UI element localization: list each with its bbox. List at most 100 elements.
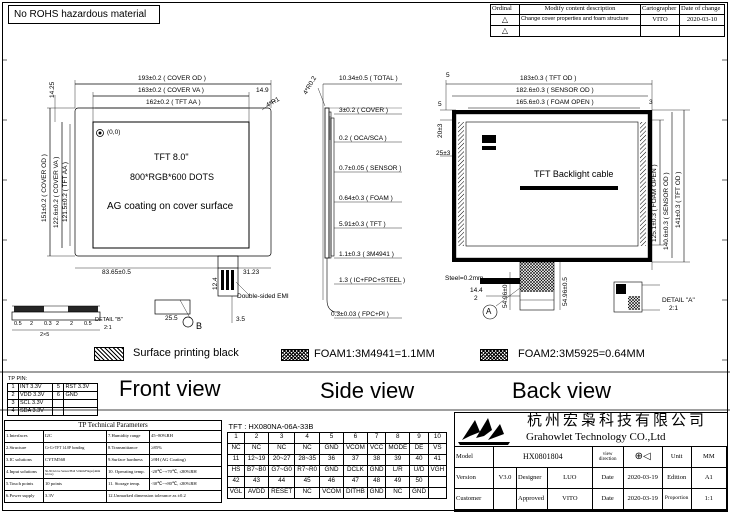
detail-a-scale: 2:1 bbox=[669, 305, 679, 312]
back-view-title: Back view bbox=[512, 378, 612, 403]
front-dim-fpc-left: 83.65±0.5 bbox=[102, 269, 131, 276]
legend-label-printing: Surface printing black bbox=[133, 347, 239, 359]
front-dim-right-offset: 14.9 bbox=[256, 87, 269, 94]
legend-label-foam2: FOAM2:3M5925=0.64MM bbox=[518, 348, 645, 360]
detail-b-title: DETAIL "B" bbox=[95, 317, 123, 323]
detail-b-dim-4: 2 bbox=[56, 321, 60, 327]
tb-proportion-label: Proportion bbox=[661, 488, 692, 510]
rev-row-2-date bbox=[679, 25, 725, 37]
front-callout-b: B bbox=[196, 321, 203, 331]
side-dim-tft: 5.91±0.3 ( TFT ) bbox=[339, 221, 386, 228]
side-dim-oca: 0.2 ( OCA/SCA ) bbox=[339, 135, 387, 142]
tft-pin-cell: GND bbox=[319, 464, 344, 477]
tft-pin-cell: AVDD bbox=[244, 486, 270, 499]
tb-unit-label: Unit bbox=[661, 446, 692, 468]
tb-version-label: Version bbox=[454, 467, 494, 489]
company-name-en: Grahowlet Technology CO.,Ltd bbox=[526, 431, 666, 443]
back-callout-a: A bbox=[486, 307, 492, 316]
tb-customer-label: Customer bbox=[454, 488, 494, 510]
tb-unit-value: MM bbox=[690, 446, 728, 468]
back-dim-left-25: 25±3 bbox=[436, 150, 451, 157]
side-dim-total: 10.34±0.5 ( TOTAL ) bbox=[339, 75, 398, 82]
back-dim-fpc-14: 14.4 bbox=[470, 287, 483, 294]
back-dim-foam-open-w: 165.6±0.3 ( FOAM OPEN ) bbox=[516, 99, 594, 106]
tb-model-value: HX0801804 bbox=[493, 446, 593, 468]
detail-b-scale: 2:1 bbox=[104, 325, 112, 331]
detail-b-dim-3: 0.3 bbox=[44, 321, 52, 327]
tft-pin-cell: VCOM bbox=[319, 486, 344, 499]
tb-designer-value: LUO bbox=[547, 467, 593, 489]
company-name-cn: 杭州宏枭科技有限公司 bbox=[527, 413, 708, 429]
tp-pin-title: TP PIN: bbox=[8, 376, 28, 382]
front-dim-fpc-width: 25.5 bbox=[165, 315, 178, 322]
side-dim-cover: 3±0.2 ( COVER ) bbox=[339, 107, 389, 114]
side-dim-foam: 0.64±0.3 ( FOAM ) bbox=[339, 195, 393, 202]
side-dim-ic: 1.3 ( IC+FPC+STEEL ) bbox=[339, 277, 406, 284]
detail-b-dim-5: 2 bbox=[70, 321, 74, 327]
side-view-title: Side view bbox=[320, 378, 415, 403]
rohs-note-box bbox=[8, 5, 160, 24]
tft-pin-cell: DITHB bbox=[342, 486, 368, 499]
legend-swatch-foam2 bbox=[480, 349, 508, 361]
tp-pin-table: 1 INT 3.3V 5 RST 3.3V 2 VDD 3.3V 6 GND 3… bbox=[7, 383, 98, 416]
tft-pin-cell: NC bbox=[385, 486, 411, 499]
title-block-table: Model HX0801804 view direction ⊕◁ Unit M… bbox=[454, 446, 728, 510]
detail-b-dim-2: 2 bbox=[30, 321, 34, 327]
tb-edition-label: Edition bbox=[661, 467, 692, 489]
front-origin-label: (0,0) bbox=[107, 129, 121, 136]
legend-swatch-printing bbox=[94, 347, 124, 361]
front-text-resolution: 800*RGB*600 DOTS bbox=[130, 172, 215, 182]
side-dim-tape: 1.1±0.3 ( 3M4941 ) bbox=[339, 251, 394, 258]
tp-pin-cell bbox=[63, 407, 98, 416]
tb-approved-label: Approved bbox=[516, 488, 548, 510]
front-text-tft: TFT 8.0" bbox=[154, 152, 189, 162]
revision-table: Ordinal Modify content description Carto… bbox=[490, 4, 725, 37]
front-text-ag: AG coating on cover surface bbox=[107, 201, 234, 212]
back-dim-right-3: 3 bbox=[649, 99, 653, 106]
tp-params-table: TP Technical Parameters 1.Interfaces I2C… bbox=[4, 420, 222, 503]
tp-pin-cell bbox=[52, 407, 65, 416]
back-dim-left-5: 5 bbox=[438, 101, 442, 108]
triangle-icon: △ bbox=[501, 14, 509, 24]
back-dim-tft-od: 183±0.3 ( TFT OD ) bbox=[520, 75, 577, 82]
tb-model-label: Model bbox=[454, 446, 494, 468]
tb-version-value: V3.0 bbox=[493, 467, 517, 489]
tp-param-note: 12.Unmarked dimension tolerance as ±0.2 bbox=[106, 490, 222, 503]
tb-date2-value: 2020-03-19 bbox=[622, 488, 663, 510]
origin-marker-icon bbox=[96, 129, 104, 137]
tft-pin-cell: RESET bbox=[268, 486, 296, 499]
tb-date-value: 2020-03-19 bbox=[622, 467, 663, 489]
legend-label-foam1: FOAM1:3M4941=1.1MM bbox=[314, 348, 435, 360]
tft-pins-title: TFT : HX080NA-06A-33B bbox=[228, 421, 314, 431]
tb-approved-value: VITO bbox=[547, 488, 593, 510]
tft-pin-cell: GND bbox=[366, 486, 387, 499]
front-dim-tft-aa: 162±0.2 ( TFT AA ) bbox=[146, 99, 201, 106]
front-view-title: Front view bbox=[119, 376, 221, 401]
front-dim-cover-va: 163±0.2 ( COVER VA ) bbox=[138, 87, 204, 94]
tb-date-label: Date bbox=[591, 467, 624, 489]
tft-pin-cell: 3 bbox=[268, 431, 296, 444]
detail-b-dim-7: 2×5 bbox=[40, 332, 50, 338]
side-dim-fpc: 0.3±0.03 ( FPC+PI ) bbox=[331, 311, 389, 318]
front-emi-label: Double-sided EMI bbox=[237, 293, 289, 300]
back-dim-sensor-od: 182.6±0.3 ( SENSOR OD ) bbox=[516, 87, 594, 94]
tb-view-symbol: ⊕◁ bbox=[622, 446, 663, 468]
back-backlight-cable-label: TFT Backlight cable bbox=[534, 169, 614, 179]
front-dim-fpc-right: 31.23 bbox=[243, 269, 260, 276]
projection-symbol-icon: ⊕◁ bbox=[634, 451, 651, 462]
tft-pin-cell bbox=[427, 486, 448, 499]
tb-customer-value bbox=[493, 488, 517, 510]
backlight-cable bbox=[520, 186, 618, 190]
detail-b-dim-6: 0.5 bbox=[84, 321, 92, 327]
front-dim-fpc-tail: 3.5 bbox=[236, 316, 246, 323]
tft-pin-cell: 10 bbox=[427, 431, 448, 444]
tp-param-label: 6.Power supply bbox=[4, 490, 44, 503]
back-dim-fpc-2: 2 bbox=[474, 295, 478, 302]
back-dim-top-left: 5 bbox=[446, 72, 450, 79]
tp-pin-cell: SDA 3.3V bbox=[17, 407, 54, 416]
